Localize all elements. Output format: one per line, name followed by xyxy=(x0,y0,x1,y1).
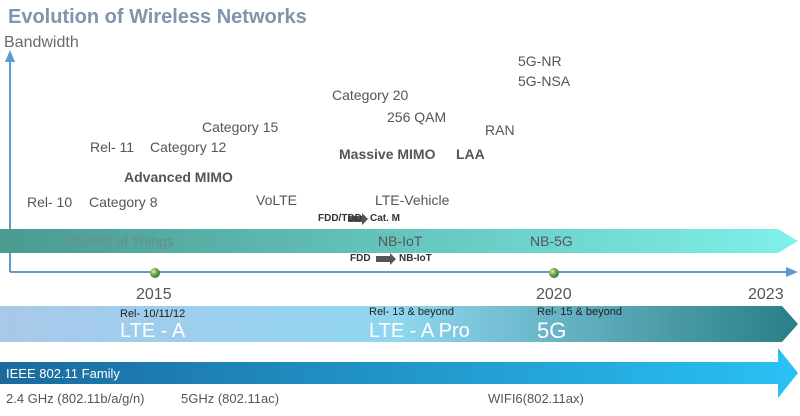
label-cat-m: Cat. M xyxy=(370,213,400,224)
wifi-24ghz: 2.4 GHz (802.11b/a/g/n) xyxy=(6,391,145,406)
year-2015: 2015 xyxy=(136,286,172,303)
label-5g-nsa: 5G-NSA xyxy=(518,73,571,89)
generation-lte-a-pro: LTE - A Pro xyxy=(369,320,470,342)
label-rel10: Rel- 10 xyxy=(27,194,73,210)
year-2023: 2023 xyxy=(748,286,784,303)
label-category-8: Category 8 xyxy=(89,194,158,210)
label-fdd: FDD xyxy=(350,253,371,264)
release-10-11-12: Rel- 10/11/12 xyxy=(120,308,186,320)
label-nb-iot-2: NB-IoT xyxy=(399,253,432,264)
label-fdd-tdd: FDD/TDD xyxy=(318,213,362,224)
wifi-band xyxy=(0,348,798,398)
label-lte-vehicle: LTE-Vehicle xyxy=(375,192,450,208)
arrow-right-icon xyxy=(348,213,368,225)
label-internet-of-things: Internet of Things xyxy=(65,233,174,249)
label-massive-mimo: Massive MIMO xyxy=(339,146,436,162)
iot-band xyxy=(0,229,798,253)
label-nb-5g: NB-5G xyxy=(530,233,573,249)
label-rel11: Rel- 11 xyxy=(90,139,135,155)
label-advanced-mimo: Advanced MIMO xyxy=(124,169,233,185)
label-256-qam: 256 QAM xyxy=(387,109,447,125)
y-axis-title: Bandwidth xyxy=(4,34,79,51)
label-nb-iot: NB-IoT xyxy=(378,233,423,249)
arrow-right-icon xyxy=(376,253,396,265)
label-category-12: Category 12 xyxy=(150,139,227,155)
label-ran: RAN xyxy=(485,122,515,138)
release-13-beyond: Rel- 13 & beyond xyxy=(369,306,454,318)
wifi-6: WIFI6(802.11ax) xyxy=(488,391,584,406)
y-axis-arrowhead xyxy=(5,50,15,62)
label-5g-nr: 5G-NR xyxy=(518,53,562,69)
x-axis-arrowhead xyxy=(786,267,798,277)
marker-2015-icon xyxy=(150,268,160,278)
diagram-title: Evolution of Wireless Networks xyxy=(8,6,307,28)
generation-5g: 5G xyxy=(537,318,567,343)
label-category-20: Category 20 xyxy=(332,87,409,103)
wifi-family-label: IEEE 802.11 Family xyxy=(6,366,120,381)
lte-band xyxy=(0,306,798,342)
release-15-beyond: Rel- 15 & beyond xyxy=(537,306,622,318)
marker-2020-icon xyxy=(549,268,559,278)
label-laa: LAA xyxy=(456,146,485,162)
generation-lte-a: LTE - A xyxy=(120,320,186,342)
label-volte: VoLTE xyxy=(256,192,297,208)
year-2020: 2020 xyxy=(536,286,572,303)
label-category-15: Category 15 xyxy=(202,119,279,135)
wifi-5ghz: 5GHz (802.11ac) xyxy=(181,391,280,406)
